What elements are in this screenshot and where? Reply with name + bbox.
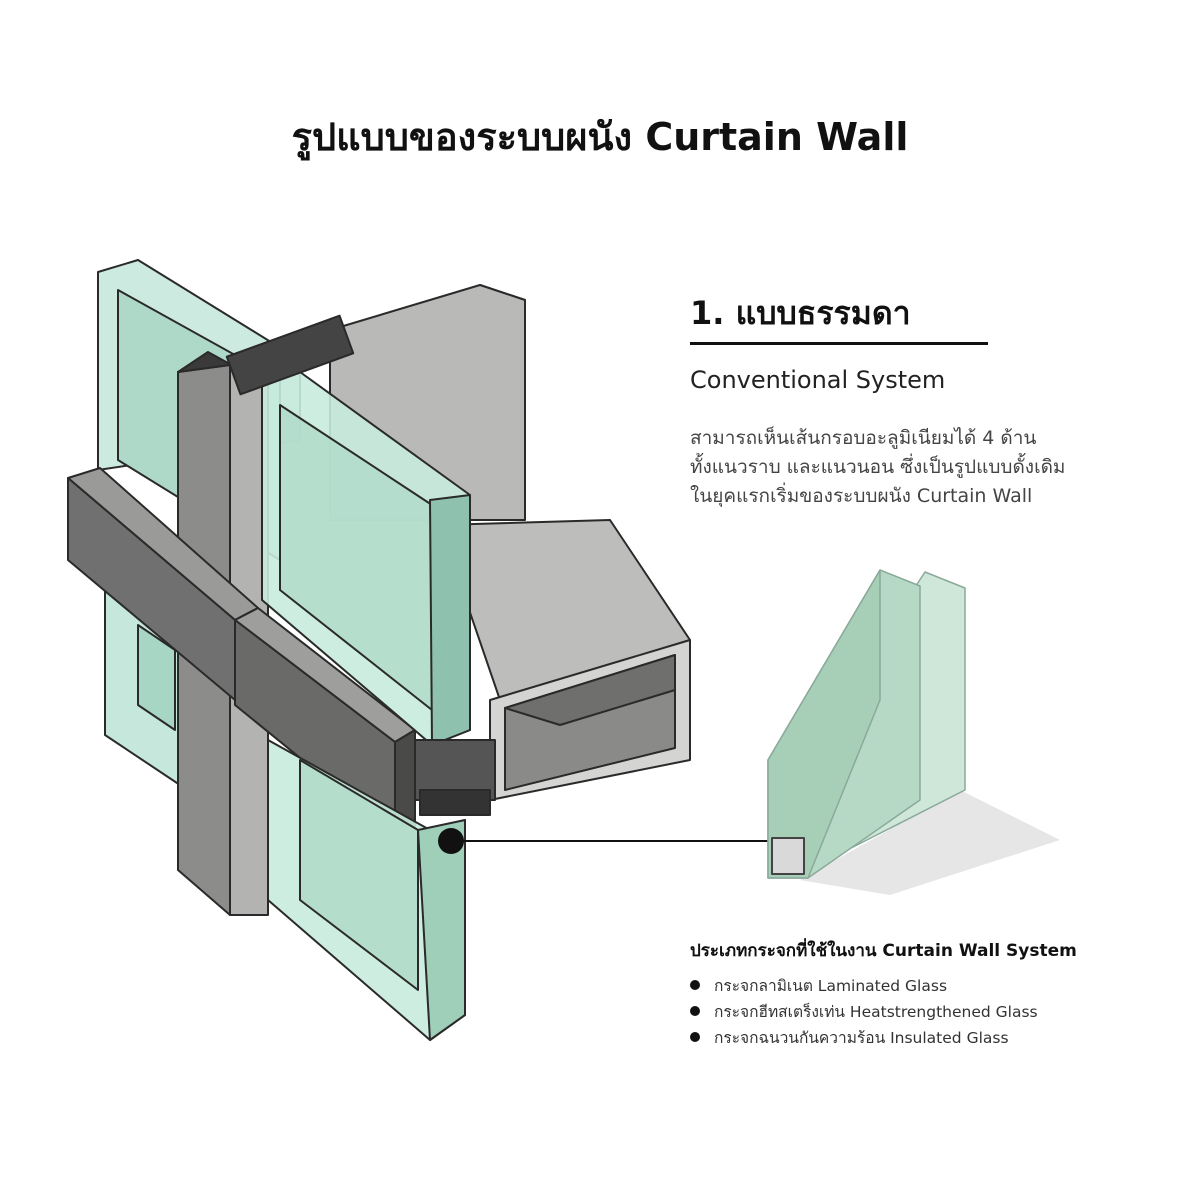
- description-line: ในยุคแรกเริ่มของระบบผนัง Curtain Wall: [690, 485, 1033, 507]
- glass-types-heading: ประเภทกระจกที่ใช้ในงาน Curtain Wall Syst…: [690, 941, 1077, 961]
- front-glass-upper-edge: [429, 494, 471, 746]
- page-title: รูปแบบของระบบผนัง Curtain Wall: [291, 115, 909, 159]
- front-glass-lower-edge: [417, 819, 466, 1041]
- callout-connector: [438, 828, 778, 854]
- curtain-wall-section-drawing: [67, 259, 691, 1041]
- heading-divider: [690, 342, 988, 345]
- list-item: กระจกฮีทสเตร็งเท่น Heatstrengthened Glas…: [690, 998, 1038, 1024]
- section-heading: 1. แบบธรรมดา: [690, 294, 911, 332]
- profile-detail-top: [225, 314, 355, 396]
- section-subtitle: Conventional System: [690, 366, 946, 394]
- igu-spacer: [771, 837, 805, 875]
- glass-type-label: กระจกฉนวนกันความร้อน Insulated Glass: [714, 1028, 1009, 1047]
- bullet-icon: [690, 1032, 700, 1042]
- igu-front-face: [767, 569, 881, 879]
- glass-unit-inset: [767, 569, 1060, 895]
- right-transom-inner-top: [504, 654, 676, 726]
- profile-detail-low: [419, 789, 491, 816]
- list-item: กระจกลามิเนต Laminated Glass: [690, 972, 1038, 998]
- description-line: สามารถเห็นเส้นกรอบอะลูมิเนียมได้ 4 ด้าน: [690, 427, 1037, 449]
- section-description: สามารถเห็นเส้นกรอบอะลูมิเนียมได้ 4 ด้าน …: [690, 424, 1190, 511]
- glass-types-list: กระจกลามิเนต Laminated Glass กระจกฮีทสเต…: [690, 972, 1038, 1050]
- igu-shadow: [800, 790, 1060, 895]
- list-item: กระจกฉนวนกันความร้อน Insulated Glass: [690, 1024, 1038, 1050]
- bullet-icon: [690, 980, 700, 990]
- front-glass-lower-inner: [299, 759, 419, 991]
- description-line: ทั้งแนวราบ และแนวนอน ซึ่งเป็นรูปแบบดั้งเ…: [690, 456, 1066, 478]
- bullet-icon: [690, 1006, 700, 1016]
- glass-type-label: กระจกลามิเนต Laminated Glass: [714, 976, 948, 995]
- glass-type-label: กระจกฮีทสเตร็งเท่น Heatstrengthened Glas…: [714, 1002, 1038, 1021]
- back-glass-lower-inner: [137, 624, 176, 731]
